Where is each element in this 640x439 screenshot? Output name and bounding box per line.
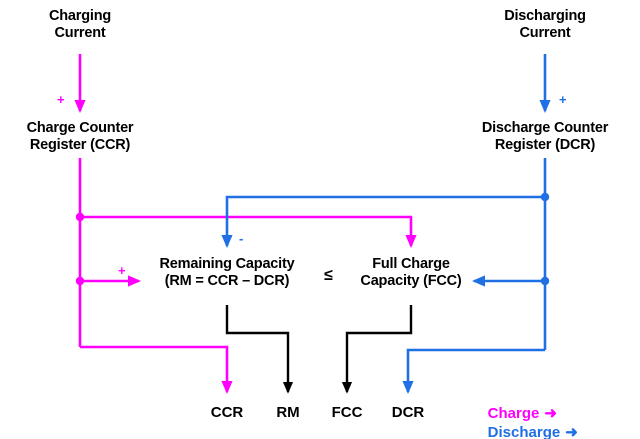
junction-dot-dcr-remaining [540,192,550,202]
comparison-symbol: ≤ [324,267,333,284]
junction-dot-ccr-fcc [75,212,85,222]
output-label-fcc: FCC [331,404,363,421]
output-label-dcr: DCR [391,404,425,421]
legend-item-charge: Charge➜ [471,385,557,439]
output-label-ccr: CCR [210,404,244,421]
sign-plus-remaining-capacity: + [118,263,126,278]
wire-remaining-capacity-to-output-rm [225,305,294,394]
node-charge-counter-register: Charge Counter Register (CCR) [26,120,134,153]
legend-item-discharge: Discharge ➜ [471,404,578,439]
sign-plus-discharging-current: + [559,92,567,107]
legend-discharge-label: Discharge [487,424,561,439]
junction-dot-ccr-remaining [75,276,85,286]
sign-plus-charging-current: + [57,92,65,107]
node-charging-current: Charging Current [48,8,112,41]
legend-discharge-arrow-icon: ➜ [565,424,578,439]
wire-ccr-to-output-ccr [80,345,233,394]
legend-charge-label: Charge [487,405,540,422]
node-discharging-current: Discharging Current [504,8,586,41]
node-full-charge-capacity: Full Charge Capacity (FCC) [360,256,462,289]
wire-dcr-to-output-dcr [402,348,545,394]
legend-charge-arrow-icon: ➜ [544,405,557,422]
sign-minus-remaining-capacity: - [239,231,244,246]
junction-dot-dcr-fcc [540,276,550,286]
wire-dcr-to-remaining-capacity [221,195,545,248]
node-remaining-capacity: Remaining Capacity (RM = CCR – DCR) [159,256,295,289]
node-discharge-counter-register: Discharge Counter Register (DCR) [481,120,609,153]
wire-fcc-to-output-fcc [341,305,413,394]
output-label-rm: RM [276,404,300,421]
wire-ccr-to-fcc [80,215,417,248]
